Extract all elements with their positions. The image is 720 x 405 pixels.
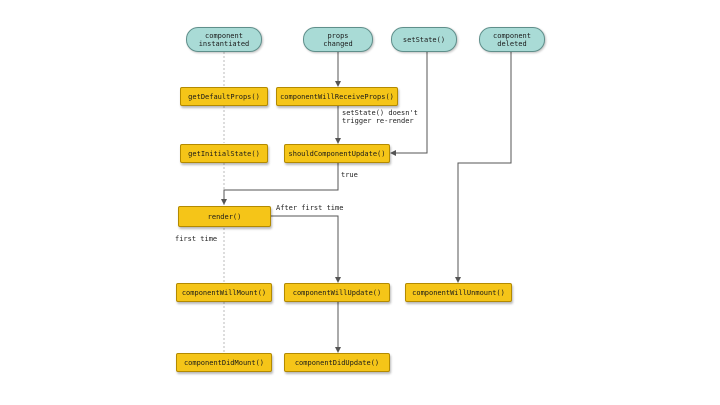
event-component-deleted: component deleted: [479, 27, 545, 52]
method-render: render(): [178, 206, 271, 227]
method-get-initial-state: getInitialState(): [180, 144, 268, 163]
line-should-update-to-render: [221, 163, 339, 205]
event-props-changed: props changed: [303, 27, 373, 52]
method-component-will-mount: componentWillMount(): [176, 283, 272, 302]
method-component-did-mount: componentDidMount(): [176, 353, 272, 372]
method-component-will-unmount: componentWillUnmount(): [405, 283, 512, 302]
line-setstate-to-should-update: [390, 52, 428, 156]
event-set-state: setState(): [391, 27, 457, 52]
method-component-will-receive-props: componentWillReceiveProps(): [276, 87, 398, 106]
annotation-first-time: first time: [175, 235, 218, 243]
method-should-component-update: shouldComponentUpdate(): [284, 144, 390, 163]
line-deleted-to-will-unmount: [455, 52, 512, 283]
line-render-to-will-update: [271, 215, 341, 283]
annotation-setstate-no-rerender: setState() doesn't trigger re-render: [342, 109, 418, 125]
method-component-will-update: componentWillUpdate(): [284, 283, 390, 302]
event-component-instantiated: component instantiated: [186, 27, 262, 52]
annotation-true: true: [341, 171, 358, 179]
annotation-after-first-time: After first time: [276, 204, 344, 212]
method-get-default-props: getDefaultProps(): [180, 87, 268, 106]
method-component-did-update: componentDidUpdate(): [284, 353, 390, 372]
